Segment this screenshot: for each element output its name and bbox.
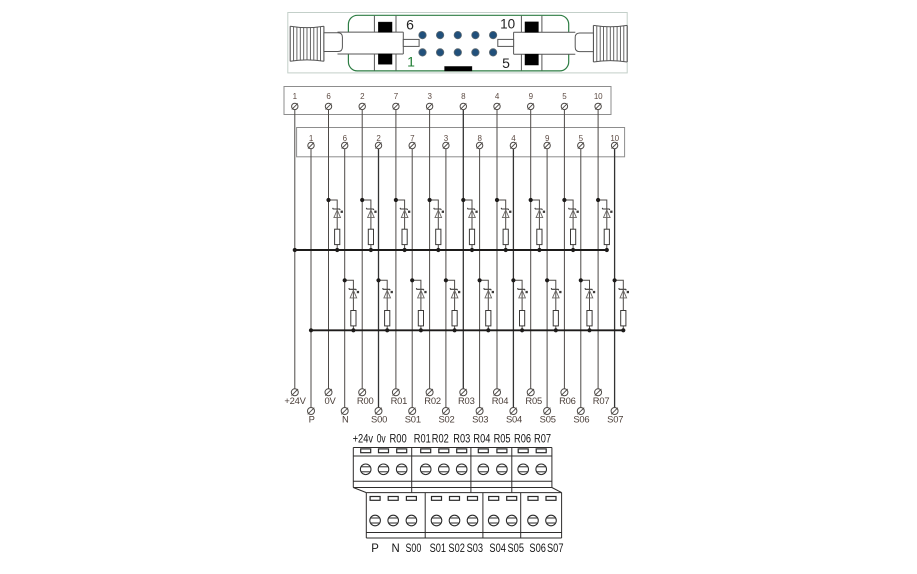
svg-text:S01: S01 bbox=[430, 543, 447, 555]
svg-text:R02: R02 bbox=[432, 434, 449, 446]
svg-text:S07: S07 bbox=[547, 543, 564, 555]
svg-text:S02: S02 bbox=[438, 414, 454, 425]
svg-text:1: 1 bbox=[407, 53, 415, 69]
svg-text:R05: R05 bbox=[494, 434, 511, 446]
svg-text:6: 6 bbox=[326, 92, 331, 101]
svg-text:1: 1 bbox=[309, 134, 314, 143]
svg-text:R07: R07 bbox=[593, 395, 610, 406]
svg-text:+24V: +24V bbox=[284, 395, 306, 406]
svg-text:5: 5 bbox=[562, 92, 567, 101]
svg-text:6: 6 bbox=[343, 134, 348, 143]
svg-text:S04: S04 bbox=[489, 543, 506, 555]
svg-text:5: 5 bbox=[579, 134, 584, 143]
svg-text:S03: S03 bbox=[472, 414, 488, 425]
svg-text:R02: R02 bbox=[424, 395, 441, 406]
svg-text:10: 10 bbox=[594, 92, 603, 101]
svg-text:10: 10 bbox=[610, 134, 619, 143]
svg-text:3: 3 bbox=[427, 92, 432, 101]
svg-text:3: 3 bbox=[444, 134, 449, 143]
svg-text:6: 6 bbox=[406, 16, 414, 32]
svg-text:S05: S05 bbox=[508, 543, 525, 555]
svg-text:R03: R03 bbox=[458, 395, 475, 406]
svg-text:R04: R04 bbox=[473, 434, 490, 446]
svg-text:2: 2 bbox=[376, 134, 381, 143]
svg-text:8: 8 bbox=[477, 134, 482, 143]
svg-text:7: 7 bbox=[410, 134, 415, 143]
svg-text:2: 2 bbox=[360, 92, 365, 101]
svg-text:S05: S05 bbox=[540, 414, 556, 425]
svg-text:R06: R06 bbox=[559, 395, 576, 406]
svg-text:R07: R07 bbox=[534, 434, 551, 446]
svg-text:S02: S02 bbox=[448, 543, 465, 555]
svg-text:S04: S04 bbox=[506, 414, 522, 425]
svg-text:S07: S07 bbox=[607, 414, 623, 425]
svg-text:+24v: +24v bbox=[353, 434, 374, 446]
svg-text:S01: S01 bbox=[405, 414, 421, 425]
svg-text:7: 7 bbox=[394, 92, 399, 101]
svg-text:N: N bbox=[342, 414, 349, 425]
svg-text:R01: R01 bbox=[414, 434, 431, 446]
svg-text:5: 5 bbox=[502, 55, 510, 71]
svg-text:0V: 0V bbox=[325, 395, 337, 406]
svg-text:S06: S06 bbox=[529, 543, 546, 555]
svg-text:S00: S00 bbox=[406, 543, 422, 555]
svg-text:R06: R06 bbox=[514, 434, 531, 446]
svg-text:9: 9 bbox=[545, 134, 550, 143]
svg-text:9: 9 bbox=[529, 92, 534, 101]
svg-text:P: P bbox=[371, 543, 379, 555]
svg-text:R01: R01 bbox=[391, 395, 408, 406]
svg-text:R00: R00 bbox=[390, 434, 407, 446]
svg-text:0v: 0v bbox=[377, 434, 386, 446]
svg-text:S00: S00 bbox=[371, 414, 387, 425]
svg-text:R03: R03 bbox=[453, 434, 470, 446]
svg-text:10: 10 bbox=[500, 16, 515, 31]
svg-text:N: N bbox=[392, 543, 400, 555]
svg-text:R00: R00 bbox=[357, 395, 374, 406]
svg-text:4: 4 bbox=[495, 92, 500, 101]
svg-text:R05: R05 bbox=[525, 395, 542, 406]
svg-text:8: 8 bbox=[461, 92, 466, 101]
svg-text:P: P bbox=[309, 414, 315, 425]
svg-text:R04: R04 bbox=[492, 395, 509, 406]
svg-text:S06: S06 bbox=[573, 414, 589, 425]
svg-text:1: 1 bbox=[293, 92, 298, 101]
svg-text:S03: S03 bbox=[467, 543, 484, 555]
svg-text:4: 4 bbox=[511, 134, 516, 143]
